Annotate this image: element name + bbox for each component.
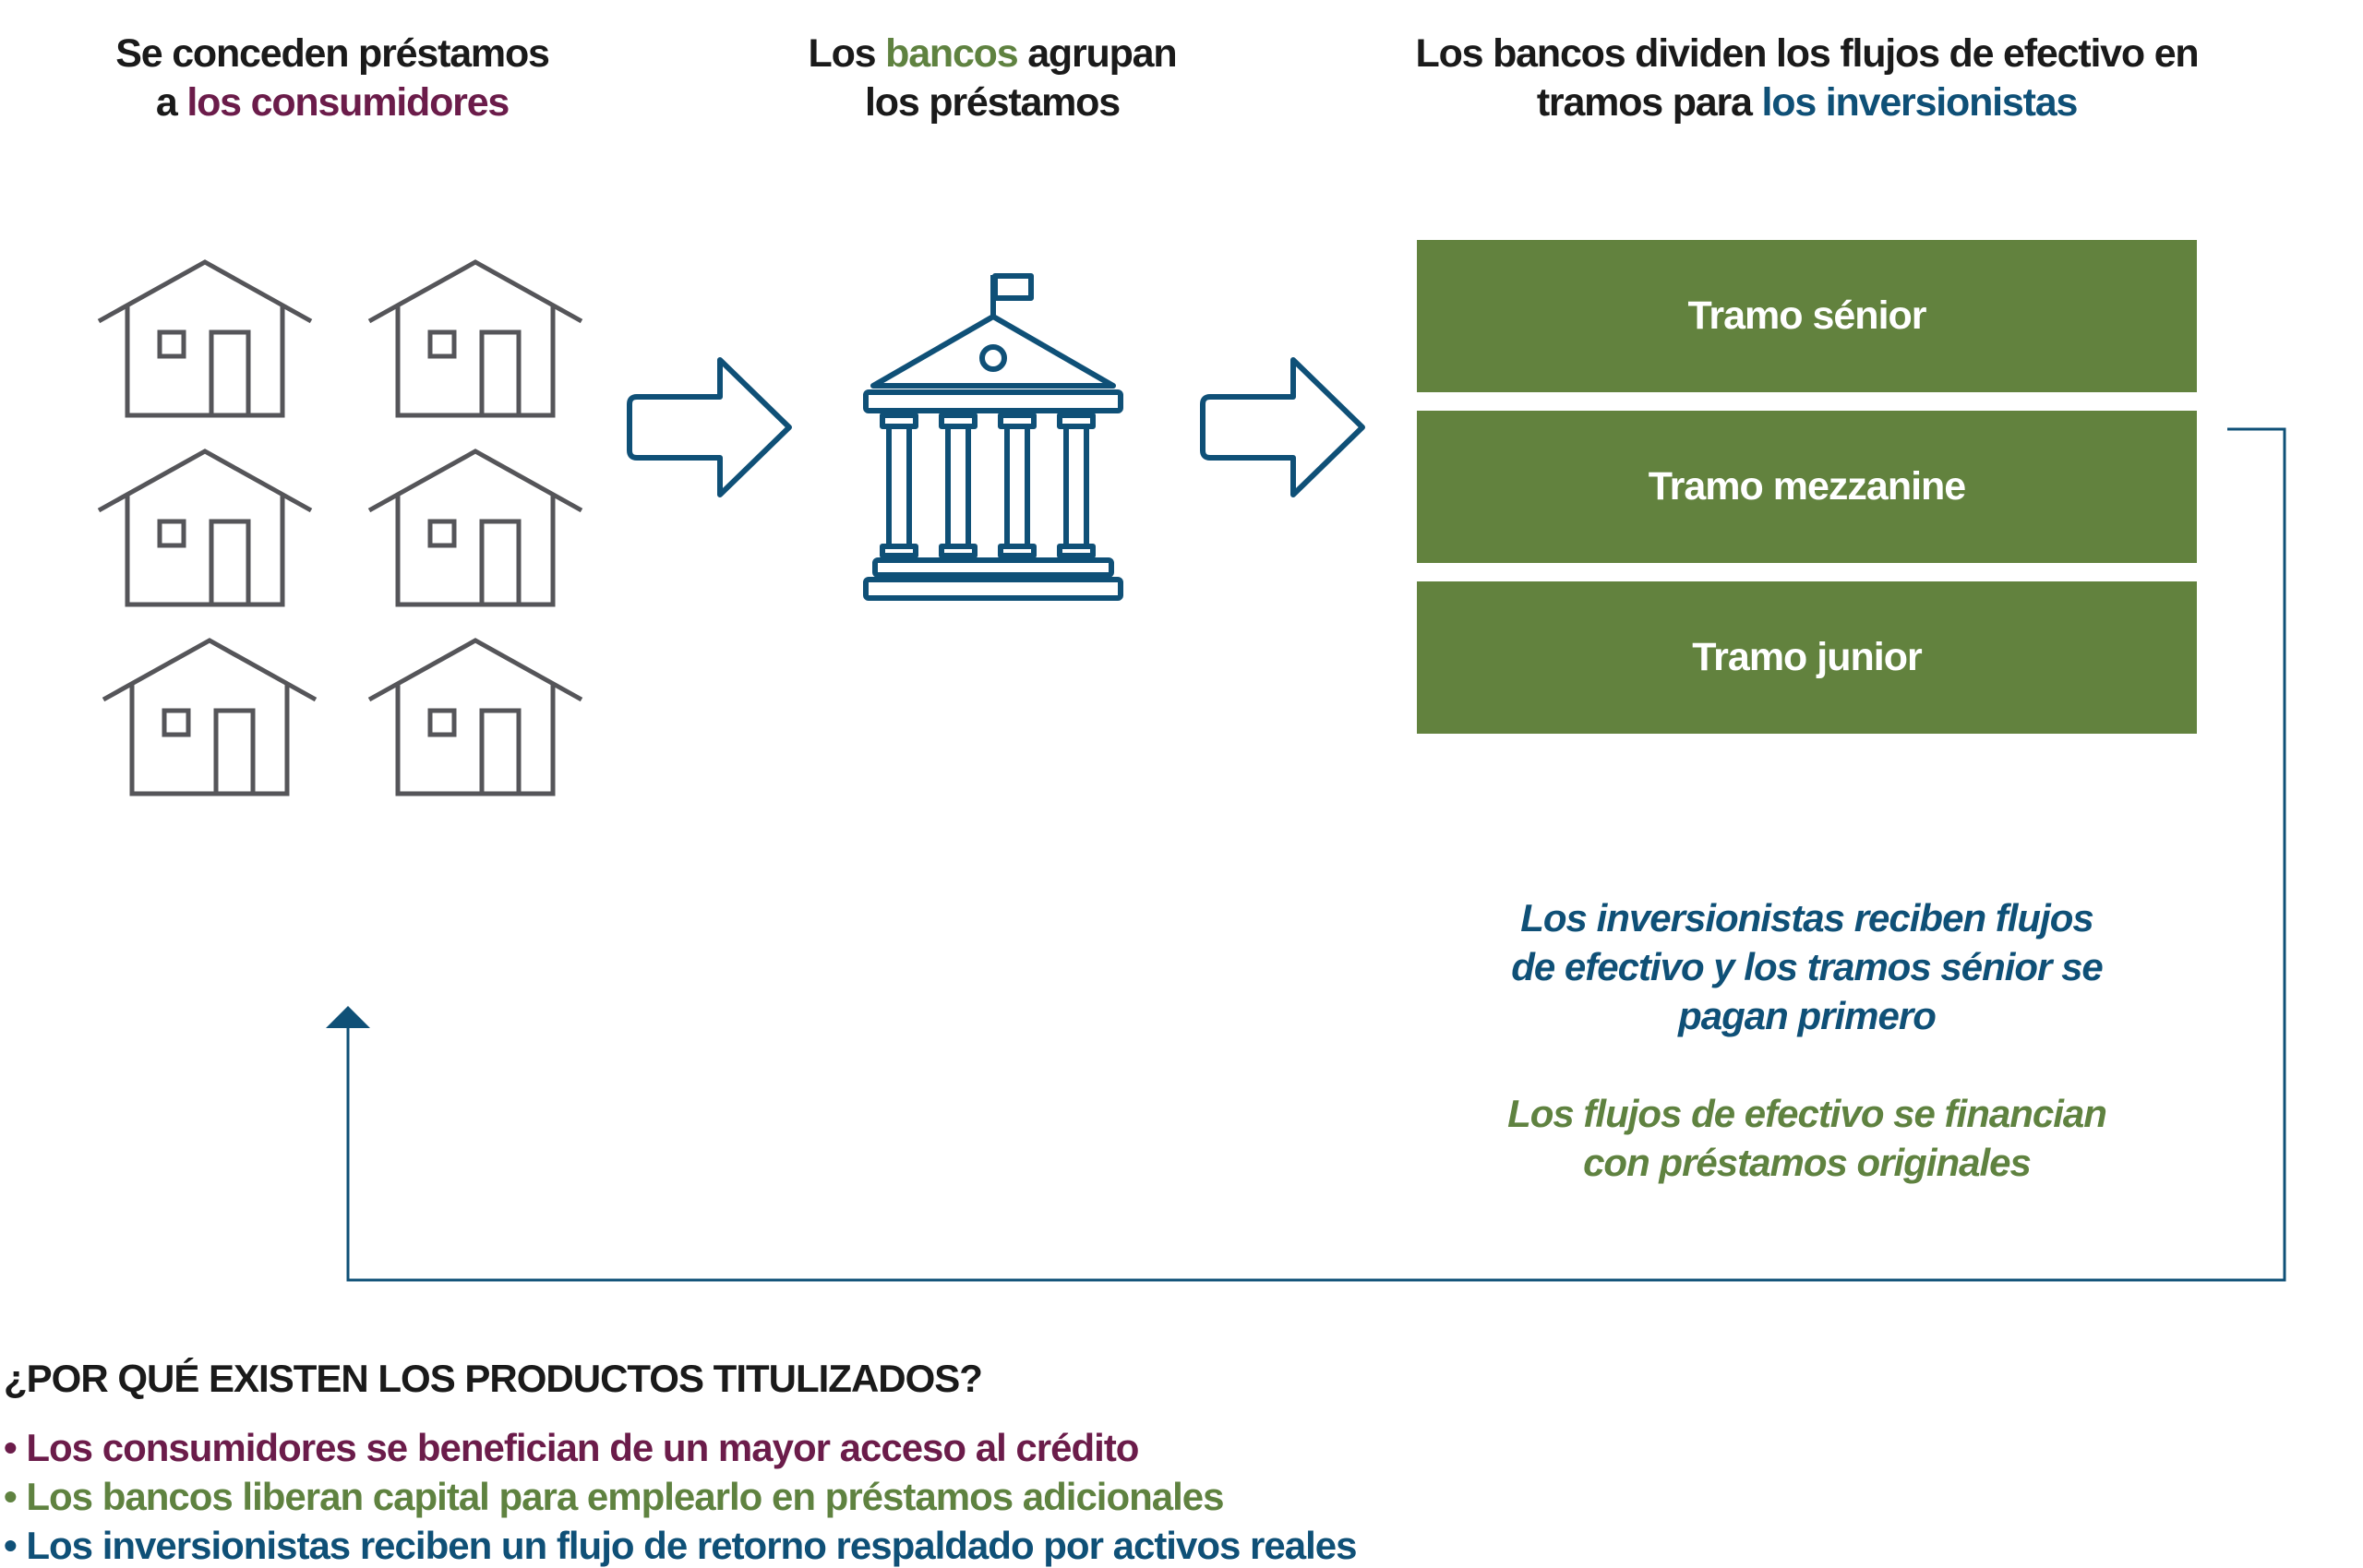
funding-note: Los flujos de efectivo se financian con …	[1417, 1089, 2197, 1187]
consumers-highlight: los consumidores	[186, 80, 510, 125]
tranche-mezzanine: Tramo mezzanine	[1417, 411, 2197, 563]
tranche-mezzanine-label: Tramo mezzanine	[1648, 464, 1966, 509]
funding-note-line: Los flujos de efectivo se financian	[1507, 1092, 2107, 1135]
house-icon	[369, 640, 582, 794]
step1-line1: Se conceden préstamos	[115, 31, 550, 76]
house-icon	[99, 451, 311, 604]
footer-title: ¿POR QUÉ EXISTEN LOS PRODUCTOS TITULIZAD…	[4, 1357, 983, 1400]
right-arrow-icon	[627, 357, 792, 497]
bullet-investors: • Los inversionistas reciben un flujo de…	[4, 1524, 1357, 1567]
bullet-banks: • Los bancos liberan capital para emplea…	[4, 1475, 1225, 1518]
house-icon	[369, 262, 582, 415]
house-icon	[103, 640, 316, 794]
tranche-junior-label: Tramo junior	[1692, 635, 1922, 679]
investors-highlight: los inversionistas	[1761, 80, 2079, 125]
house-icon	[99, 262, 311, 415]
step1-line2: a los consumidores	[155, 80, 510, 125]
step1-heading: Se conceden préstamos a los consumidores	[55, 30, 609, 127]
step2-line1: Los bancos agrupan	[808, 31, 1178, 76]
step3-line1: Los bancos dividen los flujos de efectiv…	[1415, 31, 2200, 76]
investors-note: Los inversionistas reciben flujos de efe…	[1417, 893, 2197, 1040]
investors-note-line: de efectivo y los tramos sénior se	[1511, 945, 2104, 988]
return-flow-line	[346, 427, 2286, 1282]
funding-note-line: con préstamos originales	[1583, 1141, 2032, 1184]
right-arrow-icon	[1200, 357, 1365, 497]
tranche-senior: Tramo sénior	[1417, 240, 2197, 392]
step2-heading: Los bancos agrupan los préstamos	[715, 30, 1269, 127]
step2-line2: los préstamos	[865, 80, 1121, 125]
bank-building-icon	[863, 273, 1123, 601]
investors-note-line: Los inversionistas reciben flujos	[1520, 896, 2094, 940]
house-icon	[369, 451, 582, 604]
step3-line2: tramos para los inversionistas	[1536, 80, 2079, 125]
tranche-junior: Tramo junior	[1417, 581, 2197, 734]
up-arrow-icon	[326, 1006, 370, 1028]
investors-note-line: pagan primero	[1678, 994, 1937, 1037]
step3-heading: Los bancos dividen los flujos de efectiv…	[1329, 30, 2285, 127]
banks-highlight: bancos	[885, 31, 1019, 76]
bullet-consumers: • Los consumidores se benefician de un m…	[4, 1426, 1139, 1469]
tranche-senior-label: Tramo sénior	[1687, 293, 1926, 338]
